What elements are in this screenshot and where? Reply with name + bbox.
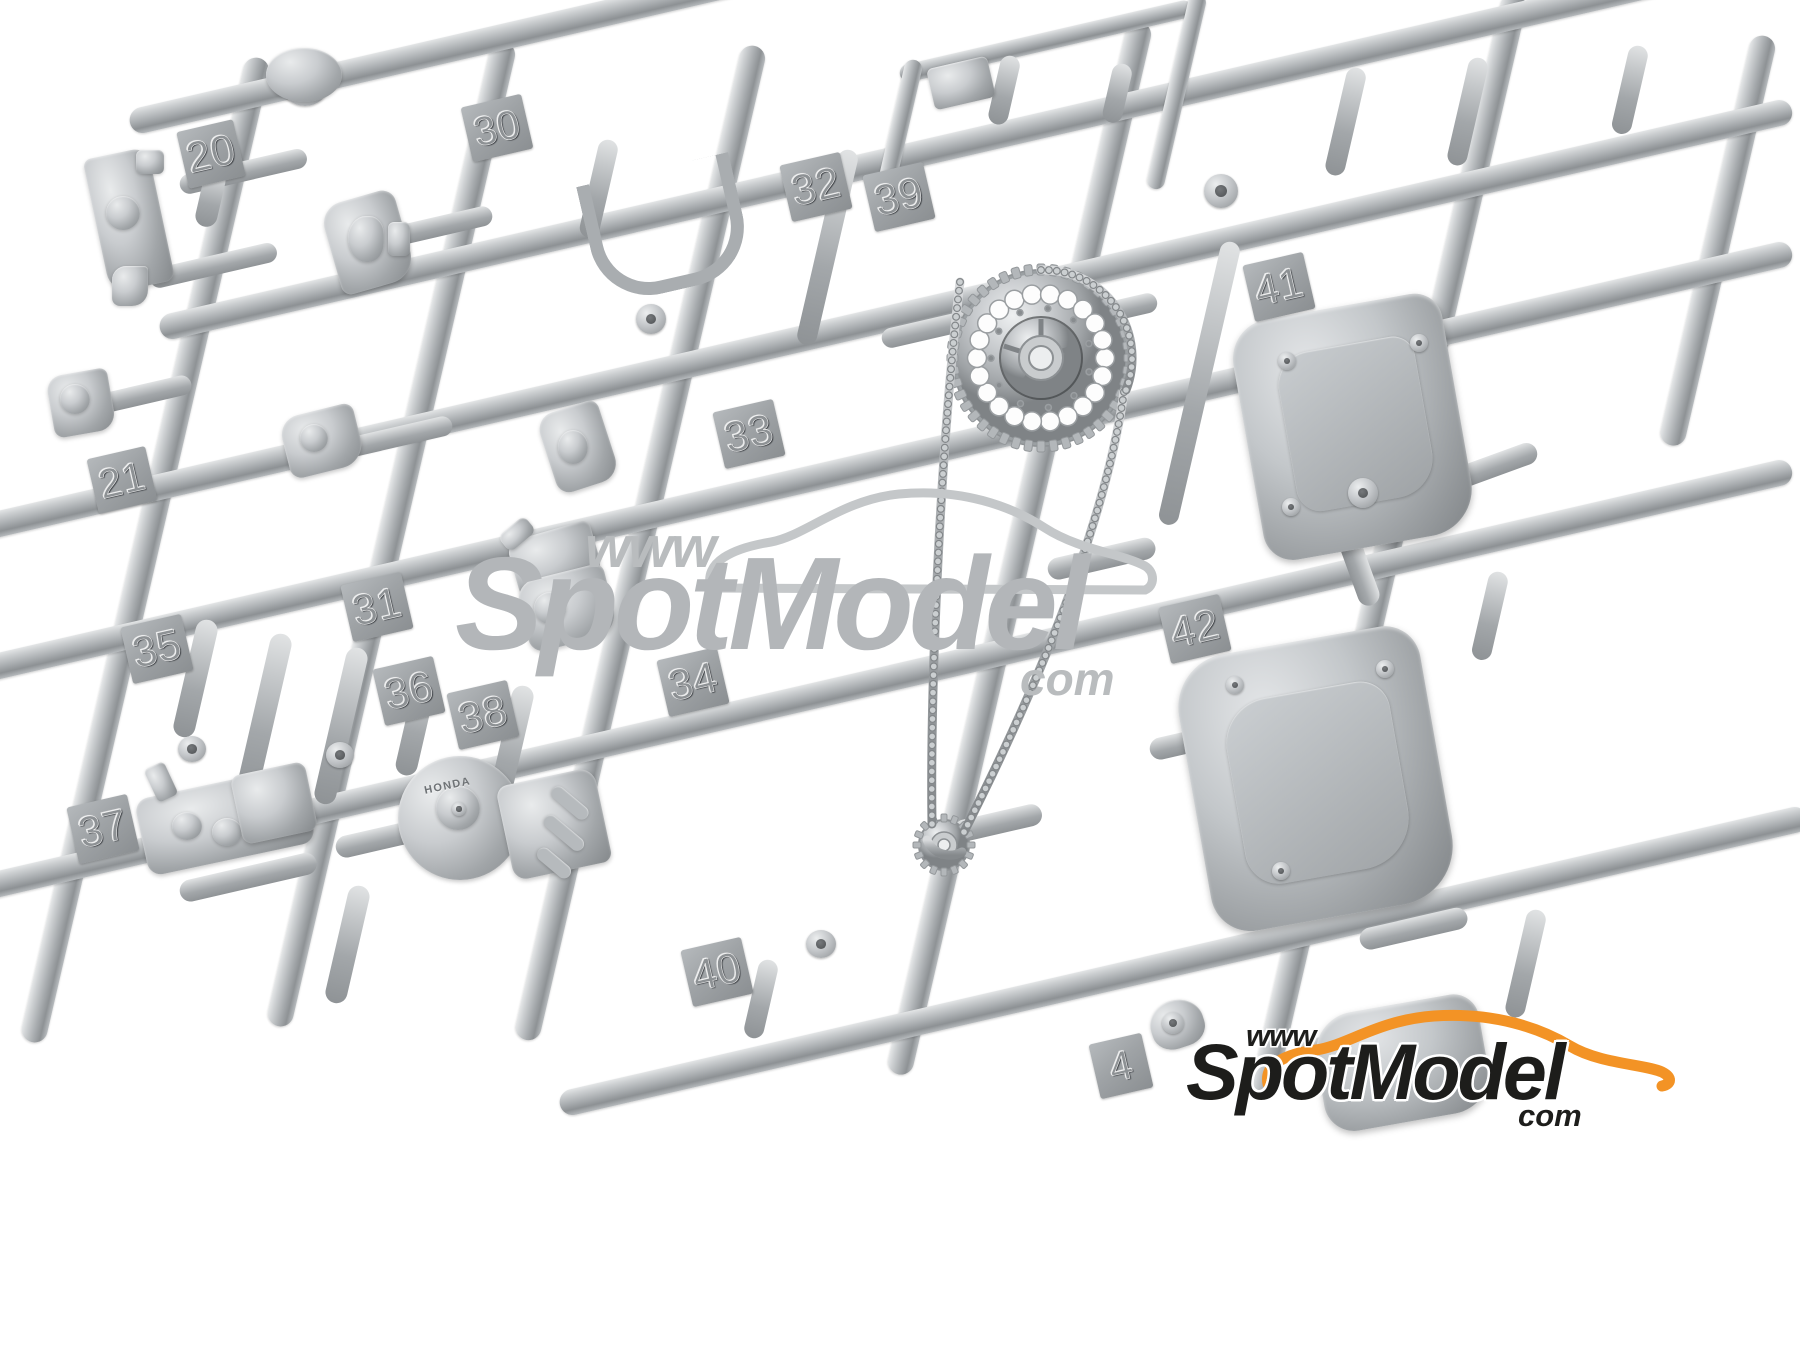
- part-detail: [60, 384, 90, 414]
- part-detail: [348, 216, 384, 262]
- bolt-part: [1410, 334, 1428, 352]
- part-number-label: 37: [73, 799, 133, 858]
- part-number-tab-40: 40: [680, 936, 754, 1008]
- part-number-label: 32: [786, 157, 846, 216]
- part-number-tab-32: 32: [779, 151, 853, 223]
- part-number-label: 41: [1249, 257, 1309, 316]
- part-number-tab-4x: 4: [1088, 1032, 1154, 1100]
- part-number-label: 31: [347, 577, 407, 636]
- part-number-label: 20: [181, 124, 241, 183]
- bolt-part: [806, 930, 836, 958]
- part-detail: [300, 424, 328, 452]
- bolt-part: [1282, 498, 1300, 516]
- part-number-tab-42: 42: [1158, 593, 1232, 665]
- bolt-part: [1376, 660, 1394, 678]
- part-detail: [112, 266, 148, 306]
- part-number-tab-34: 34: [656, 646, 730, 718]
- bolt-part: [326, 742, 354, 768]
- part-number-label: 40: [687, 942, 747, 1001]
- part-detail: [388, 222, 410, 256]
- bolt-part: [1272, 862, 1290, 880]
- part-number-tab-39: 39: [862, 161, 936, 233]
- part-number-tab-35: 35: [120, 613, 194, 685]
- bolt-part: [636, 304, 666, 334]
- part-number-label: 21: [93, 451, 150, 508]
- part-number-tab-33: 33: [712, 398, 786, 470]
- part-number-tab-30: 30: [460, 93, 534, 163]
- part-number-tab-31: 31: [340, 571, 414, 643]
- bolt-part: [1348, 478, 1378, 508]
- part-detail: [136, 150, 164, 174]
- bolt-part: [178, 736, 206, 762]
- part-number-tab-20: 20: [176, 119, 246, 189]
- part-number-tab-21: 21: [86, 445, 158, 515]
- bolt-part: [1226, 676, 1244, 694]
- part-detail: [534, 592, 566, 624]
- part-detail: [558, 430, 588, 464]
- part-number-tab-38: 38: [446, 679, 520, 751]
- bolt-part: [1204, 174, 1238, 208]
- part-number-label: 39: [869, 167, 929, 226]
- part-number-label: 38: [453, 685, 513, 744]
- bolt-part: [452, 802, 466, 816]
- bolt-part: [1162, 1012, 1184, 1034]
- part-number-tab-36: 36: [372, 655, 446, 727]
- part-number-label: 30: [468, 99, 525, 156]
- part-disc: [266, 48, 342, 102]
- part-detail: [106, 196, 140, 230]
- part-number-label: 42: [1165, 599, 1225, 658]
- part-detail: [212, 818, 242, 846]
- part-number-label: 34: [663, 652, 723, 711]
- part-number-label: 36: [379, 661, 439, 720]
- part-detail: [172, 812, 202, 840]
- bolt-part: [1278, 352, 1296, 370]
- part-number-label: 4: [1104, 1040, 1138, 1091]
- part-number-tab-37: 37: [66, 793, 140, 865]
- part-number-tab-41: 41: [1242, 251, 1316, 323]
- part-number-label: 33: [719, 404, 779, 463]
- part-number-label: 35: [127, 619, 187, 678]
